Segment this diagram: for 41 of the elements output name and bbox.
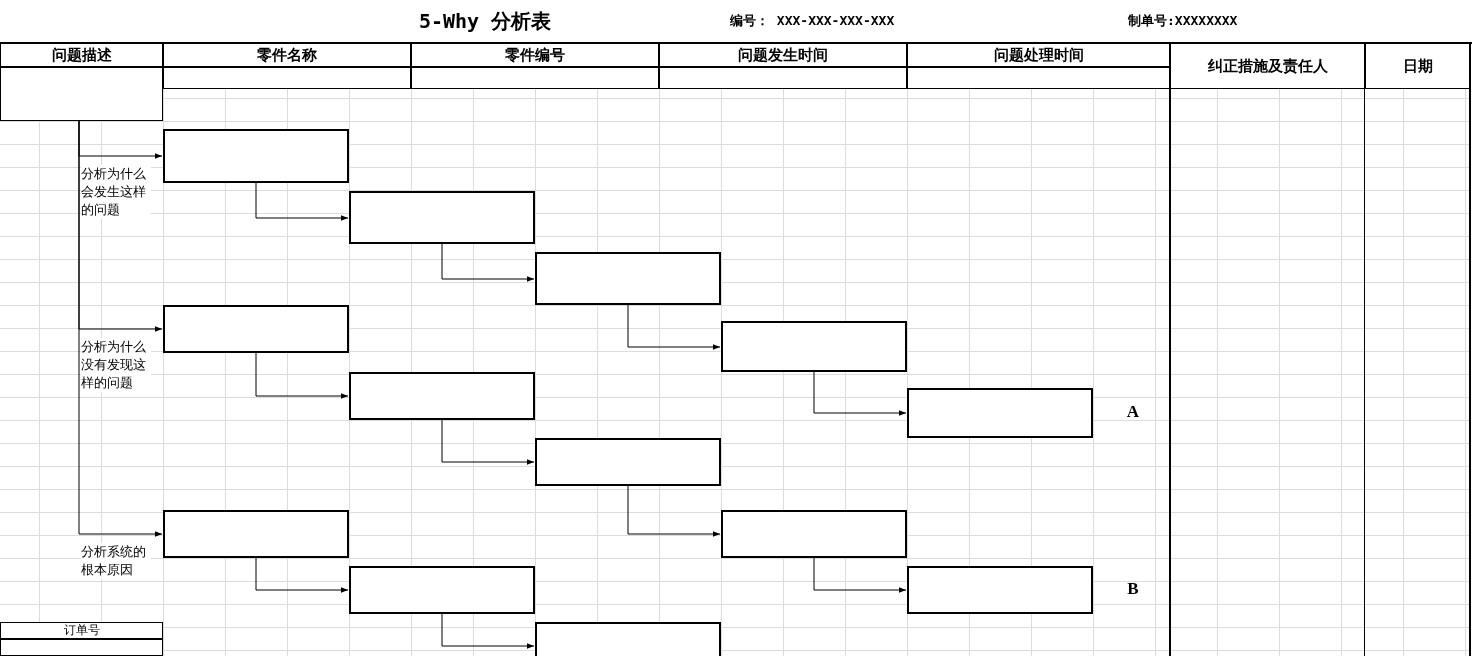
form-number-label: 制单号:XXXXXXXX xyxy=(1128,12,1238,30)
arrow xyxy=(441,243,535,282)
table-header-cell: 日期 xyxy=(1365,43,1470,89)
why-box xyxy=(163,129,349,183)
arrow xyxy=(813,557,907,593)
why-box xyxy=(349,191,535,244)
branch-letter: A xyxy=(1125,402,1141,423)
why-box xyxy=(349,372,535,420)
table-header-cell: 零件名称 xyxy=(163,43,411,67)
why-box xyxy=(907,388,1093,438)
table-header-cell: 零件编号 xyxy=(411,43,659,67)
arrow xyxy=(441,613,535,649)
arrow xyxy=(255,557,349,593)
edge-label: 分析系统的根本原因 xyxy=(81,543,151,579)
title: 5-Why 分析表 xyxy=(417,8,553,35)
arrow xyxy=(441,419,535,465)
edge-label: 分析为什么会发生这样的问题 xyxy=(81,165,151,219)
why-box xyxy=(535,438,721,486)
branch-letter: B xyxy=(1126,579,1140,600)
why-box xyxy=(721,321,907,372)
table-header-cell: 订单号 xyxy=(0,622,163,639)
why-box xyxy=(721,510,907,558)
why-box xyxy=(535,252,721,305)
edge-label: 分析为什么没有发现这样的问题 xyxy=(81,338,151,392)
problem-description-field xyxy=(0,67,163,121)
why-box xyxy=(163,305,349,353)
table-header-cell: 问题发生时间 xyxy=(659,43,907,67)
form-number-label: 编号： XXX-XXX-XXX-XXX xyxy=(730,12,895,30)
arrow xyxy=(78,120,163,537)
why-box xyxy=(907,566,1093,614)
arrow xyxy=(255,182,349,221)
arrow xyxy=(627,485,721,537)
arrow xyxy=(813,371,907,416)
table-header-cell: 问题处理时间 xyxy=(907,43,1170,67)
arrow xyxy=(627,304,721,350)
table-header-cell: 纠正措施及责任人 xyxy=(1170,43,1365,89)
why-box xyxy=(163,510,349,558)
why-box xyxy=(349,566,535,614)
arrow xyxy=(255,352,349,399)
table-header-cell: 问题描述 xyxy=(0,43,163,67)
why-box xyxy=(535,622,721,656)
